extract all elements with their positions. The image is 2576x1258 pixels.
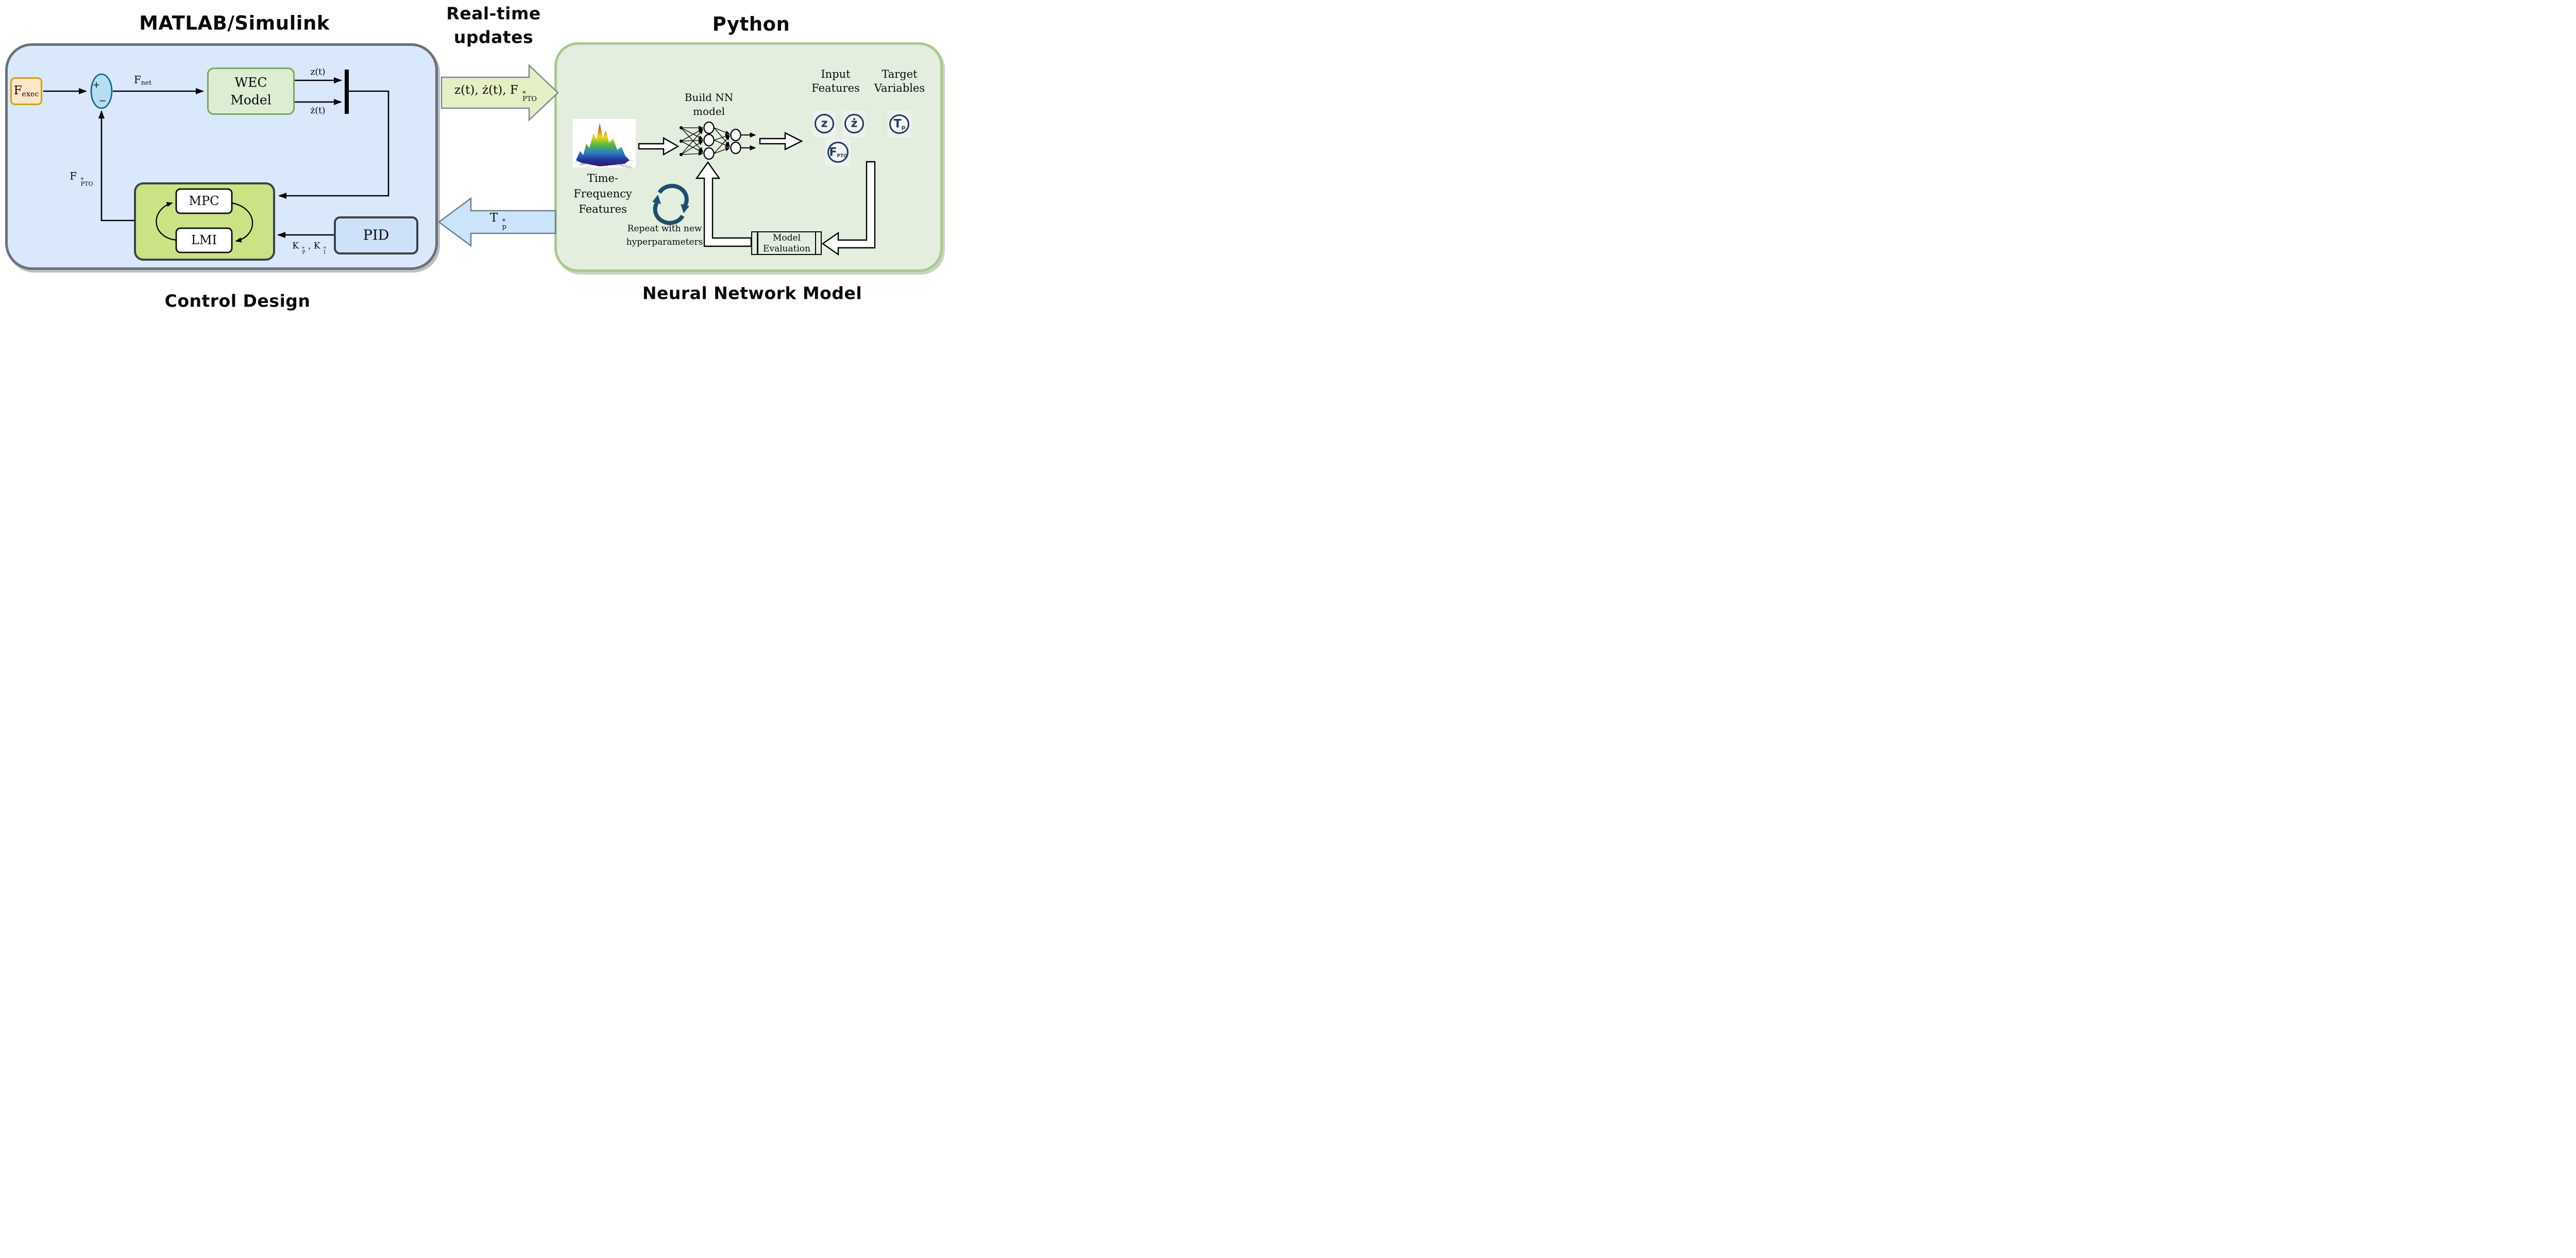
- mux-bar: [345, 70, 349, 114]
- sum-plus-sign: +: [92, 79, 100, 91]
- model-evaluation-left-bar: [757, 232, 758, 254]
- lmi-box: [175, 227, 233, 253]
- matlab-simulink-title: MATLAB/Simulink: [139, 12, 330, 35]
- fpto-feedback-line: [98, 110, 135, 222]
- mpc-box: [175, 188, 233, 214]
- model-evaluation-right-bar: [815, 232, 816, 254]
- z-variable-circle: [815, 114, 834, 133]
- lmi-to-mpc-arc: [156, 202, 177, 241]
- wec-label-line1: WEC: [234, 75, 267, 90]
- wec-model-block: [207, 67, 295, 115]
- diagram-layer: Time Frequency: [43, 64, 876, 261]
- tp-feedback-arrow: [437, 197, 556, 247]
- repeat-label-line2: hyperparameters: [626, 237, 703, 247]
- build-nn-label-line1: Build NN: [684, 91, 734, 104]
- model-evaluation-line2: Evaluation: [762, 244, 811, 254]
- target-variables-line1: Target: [882, 68, 918, 80]
- tp-arrow-label: T *p: [490, 211, 506, 231]
- fpto-feedback-label: F *PTO: [70, 169, 93, 188]
- fexec-block: [10, 77, 42, 105]
- repeat-cycle-icon: [652, 183, 689, 225]
- fexec-label: Fexec: [13, 84, 39, 98]
- zt-label: z(t): [310, 67, 326, 77]
- wec-label-line2: Model: [230, 92, 272, 108]
- input-features-line2: Features: [811, 82, 860, 94]
- control-design-caption: Control Design: [164, 291, 311, 311]
- nn-model-caption: Neural Network Model: [642, 283, 862, 303]
- zdot-label: ż(t): [310, 106, 326, 116]
- z-variable-glyph: z: [821, 117, 828, 130]
- retrain-up-arrow-pipe: [695, 161, 752, 247]
- mpc-to-lmi-arc: [231, 202, 253, 243]
- tp-variable-glyph: Tp: [893, 117, 906, 131]
- summing-junction: [90, 73, 113, 109]
- mux-to-mpc-line: [278, 90, 389, 199]
- neural-network-icon: [679, 121, 756, 160]
- nn-to-variables-arrow: [759, 132, 803, 150]
- tf-label-line1: Time-: [587, 172, 619, 184]
- tf-axis-time-label: Time: [580, 162, 587, 167]
- model-evaluation-block: [751, 231, 822, 255]
- sum-minus-sign: −: [98, 95, 107, 107]
- realtime-arrow-label: z(t), ż(t), F *PTO: [454, 83, 537, 104]
- time-frequency-plot: Time Frequency: [573, 119, 636, 169]
- model-evaluation-line1: Model: [772, 233, 801, 243]
- input-features-line1: Input: [821, 68, 851, 80]
- zdot-variable-glyph: ż: [851, 117, 858, 130]
- pid-label: PID: [363, 227, 389, 244]
- zdot-variable-circle: [844, 114, 864, 133]
- target-variables-line2: Variables: [874, 82, 925, 94]
- targets-to-evaluation-pipe: [821, 161, 876, 256]
- realtime-title-line2: updates: [453, 27, 534, 47]
- plot-to-nn-arrow: [638, 137, 680, 156]
- repeat-label-line1: Repeat with new: [627, 224, 702, 234]
- build-nn-label-line2: model: [692, 105, 725, 117]
- tf-label-line2: Frequency: [573, 188, 632, 200]
- pid-block: [334, 216, 418, 254]
- fpto-variable-glyph: FPTO: [829, 146, 848, 159]
- fpto-variable-circle: [827, 142, 849, 163]
- lmi-label: LMI: [191, 233, 217, 247]
- gains-label: K *P , K *I: [292, 241, 326, 256]
- realtime-title-line1: Real-time: [446, 3, 541, 24]
- tf-label-line3: Features: [579, 203, 627, 215]
- realtime-updates-arrow: [440, 64, 559, 122]
- python-title: Python: [712, 13, 790, 36]
- tp-variable-circle: [889, 114, 909, 134]
- mpc-label: MPC: [189, 194, 219, 208]
- fnet-label: Fnet: [133, 73, 152, 87]
- figure-canvas: Time Frequency: [0, 0, 947, 314]
